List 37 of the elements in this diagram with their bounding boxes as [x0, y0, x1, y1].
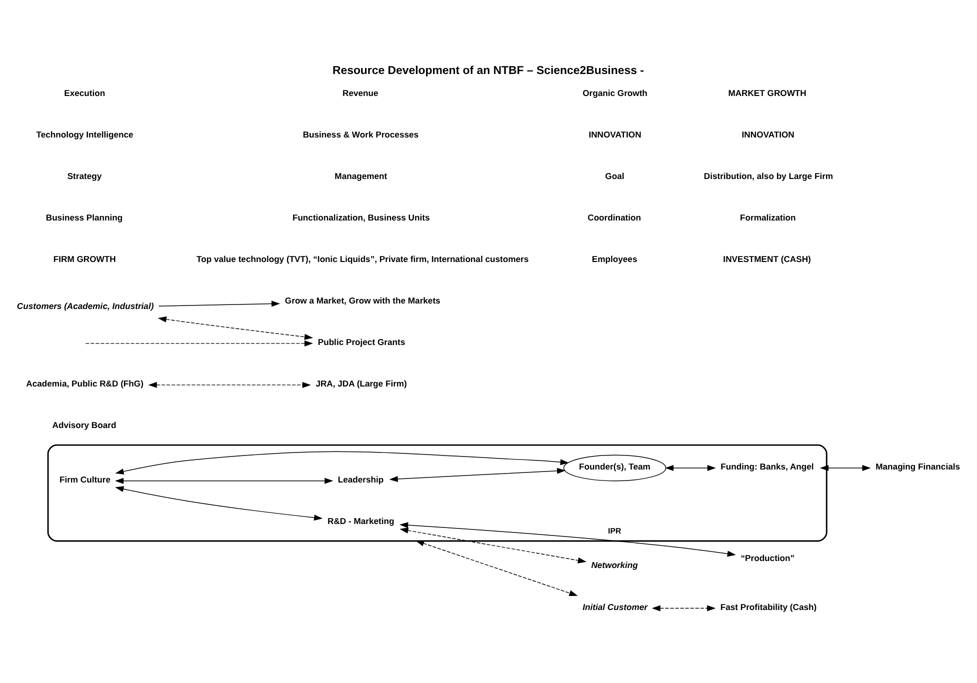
edge-label: IPR: [608, 526, 622, 536]
label: Strategy: [67, 170, 102, 180]
label: FIRM GROWTH: [53, 253, 116, 264]
node-text: Managing Financials: [876, 460, 960, 471]
label: Goal: [605, 170, 624, 180]
label: INVESTMENT (CASH): [723, 253, 811, 264]
diagram-title: Resource Development of an NTBF – Science2Business -: [332, 64, 644, 77]
label: INNOVATION: [742, 128, 794, 139]
node-text: Networking: [591, 560, 638, 570]
label: Technology Intelligence: [36, 128, 134, 139]
label: Employees: [592, 253, 638, 264]
label: Functionalization, Business Units: [292, 212, 430, 222]
node-text: Initial Customer: [582, 601, 648, 612]
node-text: Grow a Market, Grow with the Markets: [284, 294, 440, 305]
label: Formalization: [740, 212, 796, 222]
label: Distribution, also by Large Firm: [704, 170, 834, 180]
label: Coordination: [588, 212, 642, 222]
node-text: R&D - Marketing: [328, 515, 394, 526]
node-text: Fast Profitability (Cash): [720, 601, 817, 612]
label: Execution: [64, 87, 106, 98]
node-text: Advisory Board: [52, 419, 116, 430]
node-text: Customers (Academic, Industrial): [16, 300, 154, 311]
node-text: Academia, Public R&D (FhG): [26, 378, 144, 388]
label: Top value technology (TVT), “Ionic Liquids”, Private firm, International customers: [196, 253, 529, 264]
label: Organic Growth: [582, 87, 648, 98]
label: Business & Work Processes: [302, 128, 419, 139]
node-text: Leadership: [338, 474, 384, 484]
node-text: JRA, JDA (Large Firm): [316, 378, 407, 388]
node-text: “Production”: [740, 552, 795, 563]
label: Revenue: [342, 87, 378, 98]
label: INNOVATION: [588, 128, 642, 139]
node-text: Firm Culture: [59, 474, 110, 484]
node-text: Funding: Banks, Angel: [720, 460, 814, 471]
node-text: Public Project Grants: [318, 336, 406, 346]
label: Management: [334, 170, 388, 180]
label: Business Planning: [46, 212, 123, 222]
label: MARKET GROWTH: [728, 87, 806, 98]
